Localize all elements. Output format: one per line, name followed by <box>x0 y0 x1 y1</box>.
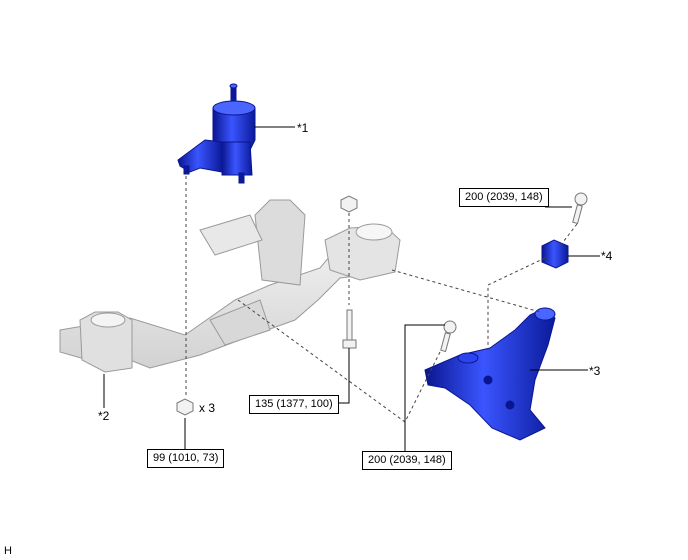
callout-part-1: *1 <box>297 121 309 135</box>
suspension-crossmember <box>59 199 401 373</box>
flange-nut-left <box>176 398 194 416</box>
fasteners <box>176 192 588 416</box>
callout-part-2: *2 <box>98 409 110 423</box>
engine-mount-part-1 <box>177 83 256 184</box>
callout-part-3: *3 <box>589 364 601 378</box>
torque-box-center: 135 (1377, 100) <box>249 395 339 414</box>
corner-mark: H <box>4 545 12 557</box>
lower-control-arm-part-3 <box>424 307 556 441</box>
bracket-part-4 <box>541 239 569 269</box>
assembly-dashed-lines <box>185 176 578 423</box>
torque-box-bottom: 200 (2039, 148) <box>362 451 452 470</box>
flange-nut-top <box>340 195 358 213</box>
bolt-top-right <box>572 192 588 225</box>
torque-box-left: 99 (1010, 73) <box>147 449 225 468</box>
quantity-label: x 3 <box>199 401 216 415</box>
bolt-center <box>342 309 357 349</box>
bolt-bottom <box>440 320 457 353</box>
callout-part-4: *4 <box>601 249 613 263</box>
torque-box-top-right: 200 (2039, 148) <box>459 188 549 207</box>
